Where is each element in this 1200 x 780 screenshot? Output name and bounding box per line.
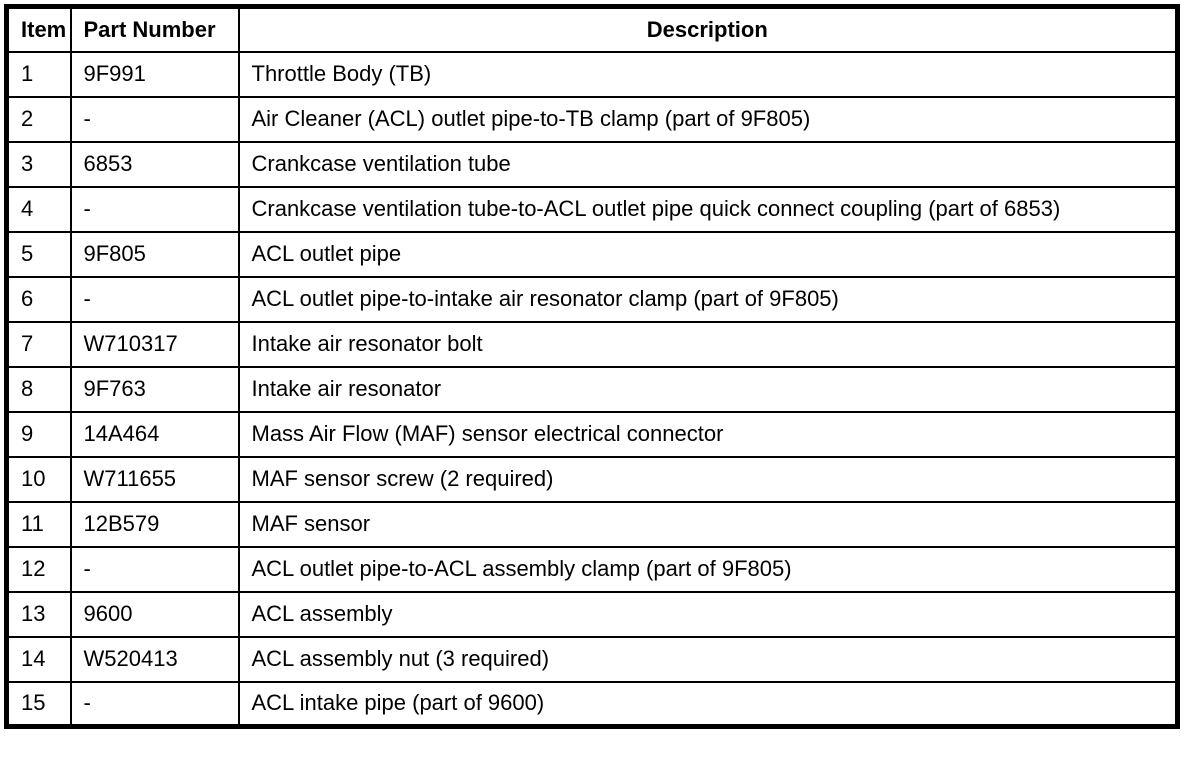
- part-number-cell: 12B579: [69, 500, 240, 548]
- description-cell: ACL outlet pipe-to-intake air resonator …: [237, 275, 1179, 323]
- part-number-cell: 9F805: [69, 230, 240, 278]
- parts-table: Item Part Number Description 1 9F991 Thr…: [4, 4, 1180, 729]
- description-cell: Mass Air Flow (MAF) sensor electrical co…: [237, 410, 1179, 458]
- table-row: 13 9600 ACL assembly: [5, 590, 1179, 638]
- item-cell: 3: [5, 140, 72, 188]
- item-cell: 13: [5, 590, 72, 638]
- item-cell: 10: [5, 455, 72, 503]
- description-cell: Crankcase ventilation tube: [237, 140, 1179, 188]
- table-row: 11 12B579 MAF sensor: [5, 500, 1179, 548]
- table-row: 6 - ACL outlet pipe-to-intake air resona…: [5, 275, 1179, 323]
- description-cell: ACL intake pipe (part of 9600): [237, 680, 1179, 728]
- part-number-cell: -: [69, 680, 240, 728]
- table-row: 8 9F763 Intake air resonator: [5, 365, 1179, 413]
- part-number-cell: 9F991: [69, 50, 240, 98]
- item-cell: 7: [5, 320, 72, 368]
- item-cell: 4: [5, 185, 72, 233]
- part-number-cell: 9F763: [69, 365, 240, 413]
- item-cell: 12: [5, 545, 72, 593]
- part-number-cell: -: [69, 185, 240, 233]
- column-header-description: Description: [237, 5, 1179, 53]
- table-row: 10 W711655 MAF sensor screw (2 required): [5, 455, 1179, 503]
- part-number-cell: -: [69, 95, 240, 143]
- part-number-cell: W520413: [69, 635, 240, 683]
- description-cell: ACL assembly: [237, 590, 1179, 638]
- item-cell: 15: [5, 680, 72, 728]
- description-cell: Air Cleaner (ACL) outlet pipe-to-TB clam…: [237, 95, 1179, 143]
- item-cell: 1: [5, 50, 72, 98]
- table-row: 5 9F805 ACL outlet pipe: [5, 230, 1179, 278]
- item-cell: 11: [5, 500, 72, 548]
- part-number-cell: 9600: [69, 590, 240, 638]
- item-cell: 14: [5, 635, 72, 683]
- description-cell: ACL outlet pipe-to-ACL assembly clamp (p…: [237, 545, 1179, 593]
- column-header-part-number: Part Number: [69, 5, 240, 53]
- description-cell: MAF sensor screw (2 required): [237, 455, 1179, 503]
- part-number-cell: W710317: [69, 320, 240, 368]
- part-number-cell: -: [69, 275, 240, 323]
- description-cell: Intake air resonator bolt: [237, 320, 1179, 368]
- table-row: 15 - ACL intake pipe (part of 9600): [5, 680, 1179, 728]
- table-row: 12 - ACL outlet pipe-to-ACL assembly cla…: [5, 545, 1179, 593]
- table-row: 4 - Crankcase ventilation tube-to-ACL ou…: [5, 185, 1179, 233]
- table-row: 7 W710317 Intake air resonator bolt: [5, 320, 1179, 368]
- description-cell: ACL outlet pipe: [237, 230, 1179, 278]
- item-cell: 2: [5, 95, 72, 143]
- part-number-cell: 6853: [69, 140, 240, 188]
- column-header-item: Item: [5, 5, 72, 53]
- item-cell: 8: [5, 365, 72, 413]
- item-cell: 9: [5, 410, 72, 458]
- table-row: 3 6853 Crankcase ventilation tube: [5, 140, 1179, 188]
- part-number-cell: W711655: [69, 455, 240, 503]
- table-row: 14 W520413 ACL assembly nut (3 required): [5, 635, 1179, 683]
- table-row: 1 9F991 Throttle Body (TB): [5, 50, 1179, 98]
- description-cell: Intake air resonator: [237, 365, 1179, 413]
- table-row: 9 14A464 Mass Air Flow (MAF) sensor elec…: [5, 410, 1179, 458]
- description-cell: Throttle Body (TB): [237, 50, 1179, 98]
- description-cell: Crankcase ventilation tube-to-ACL outlet…: [237, 185, 1179, 233]
- item-cell: 5: [5, 230, 72, 278]
- part-number-cell: 14A464: [69, 410, 240, 458]
- header-row: Item Part Number Description: [5, 5, 1179, 53]
- item-cell: 6: [5, 275, 72, 323]
- table-row: 2 - Air Cleaner (ACL) outlet pipe-to-TB …: [5, 95, 1179, 143]
- description-cell: MAF sensor: [237, 500, 1179, 548]
- description-cell: ACL assembly nut (3 required): [237, 635, 1179, 683]
- part-number-cell: -: [69, 545, 240, 593]
